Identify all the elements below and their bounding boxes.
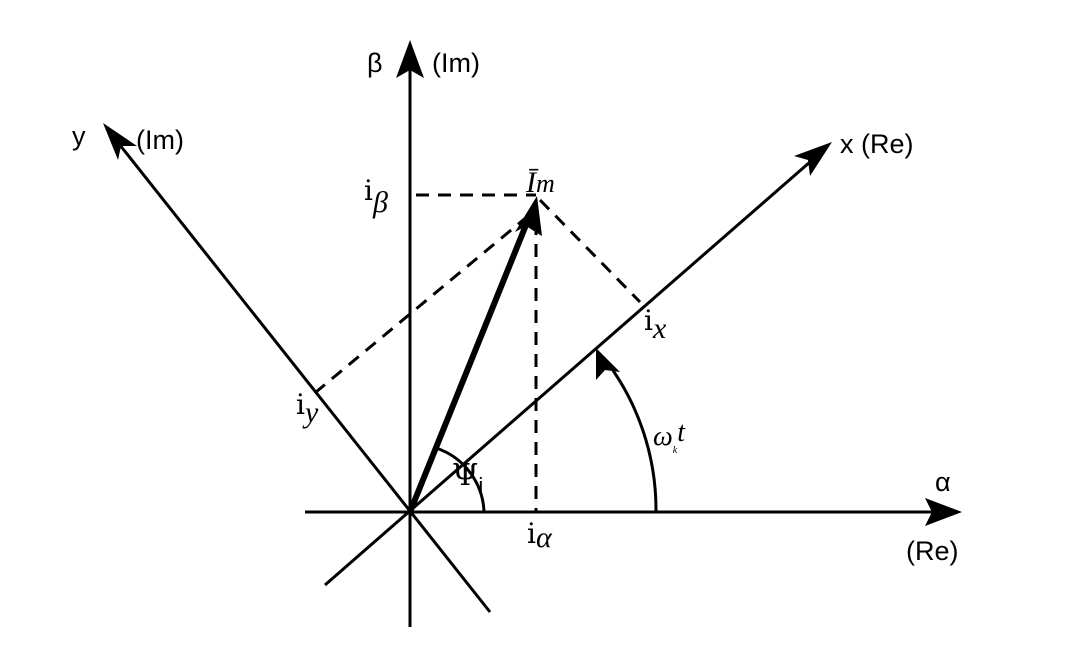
- y-im-label: (Im): [136, 125, 184, 155]
- alpha-re-label: (Re): [906, 536, 959, 566]
- y-axis: [106, 129, 492, 613]
- beta-im-label: (Im): [432, 48, 480, 78]
- psi-angle-label: Ψi: [452, 458, 483, 498]
- i-x-label: ix: [644, 304, 667, 345]
- omega-arc-arrowhead: [596, 348, 620, 380]
- i-beta-label: iβ: [364, 174, 388, 219]
- x-axis: [324, 146, 827, 587]
- beta-axis-label: β: [367, 48, 383, 78]
- alpha-axis-arrowhead: [925, 498, 962, 526]
- x-axis-label: x (Re): [840, 129, 914, 159]
- y-axis-arrowhead: [103, 123, 137, 160]
- i-y-projection: [315, 214, 529, 394]
- y-axis-label: y: [72, 121, 86, 151]
- i-x-projection: [538, 198, 642, 304]
- omega-angle-arc: [602, 357, 658, 513]
- current-vector-arrowhead: [515, 196, 542, 236]
- i-alpha-label: iα: [527, 517, 553, 554]
- x-axis-arrowhead: [794, 142, 832, 176]
- beta-axis-arrowhead: [396, 40, 424, 78]
- alpha-axis-label: α: [935, 467, 951, 497]
- vector-label: Īm: [525, 166, 555, 199]
- current-vector: [407, 213, 533, 514]
- i-y-label: iy: [296, 388, 319, 429]
- psi-angle-arc: [435, 446, 486, 513]
- omega-angle-label: ωkt: [653, 417, 686, 456]
